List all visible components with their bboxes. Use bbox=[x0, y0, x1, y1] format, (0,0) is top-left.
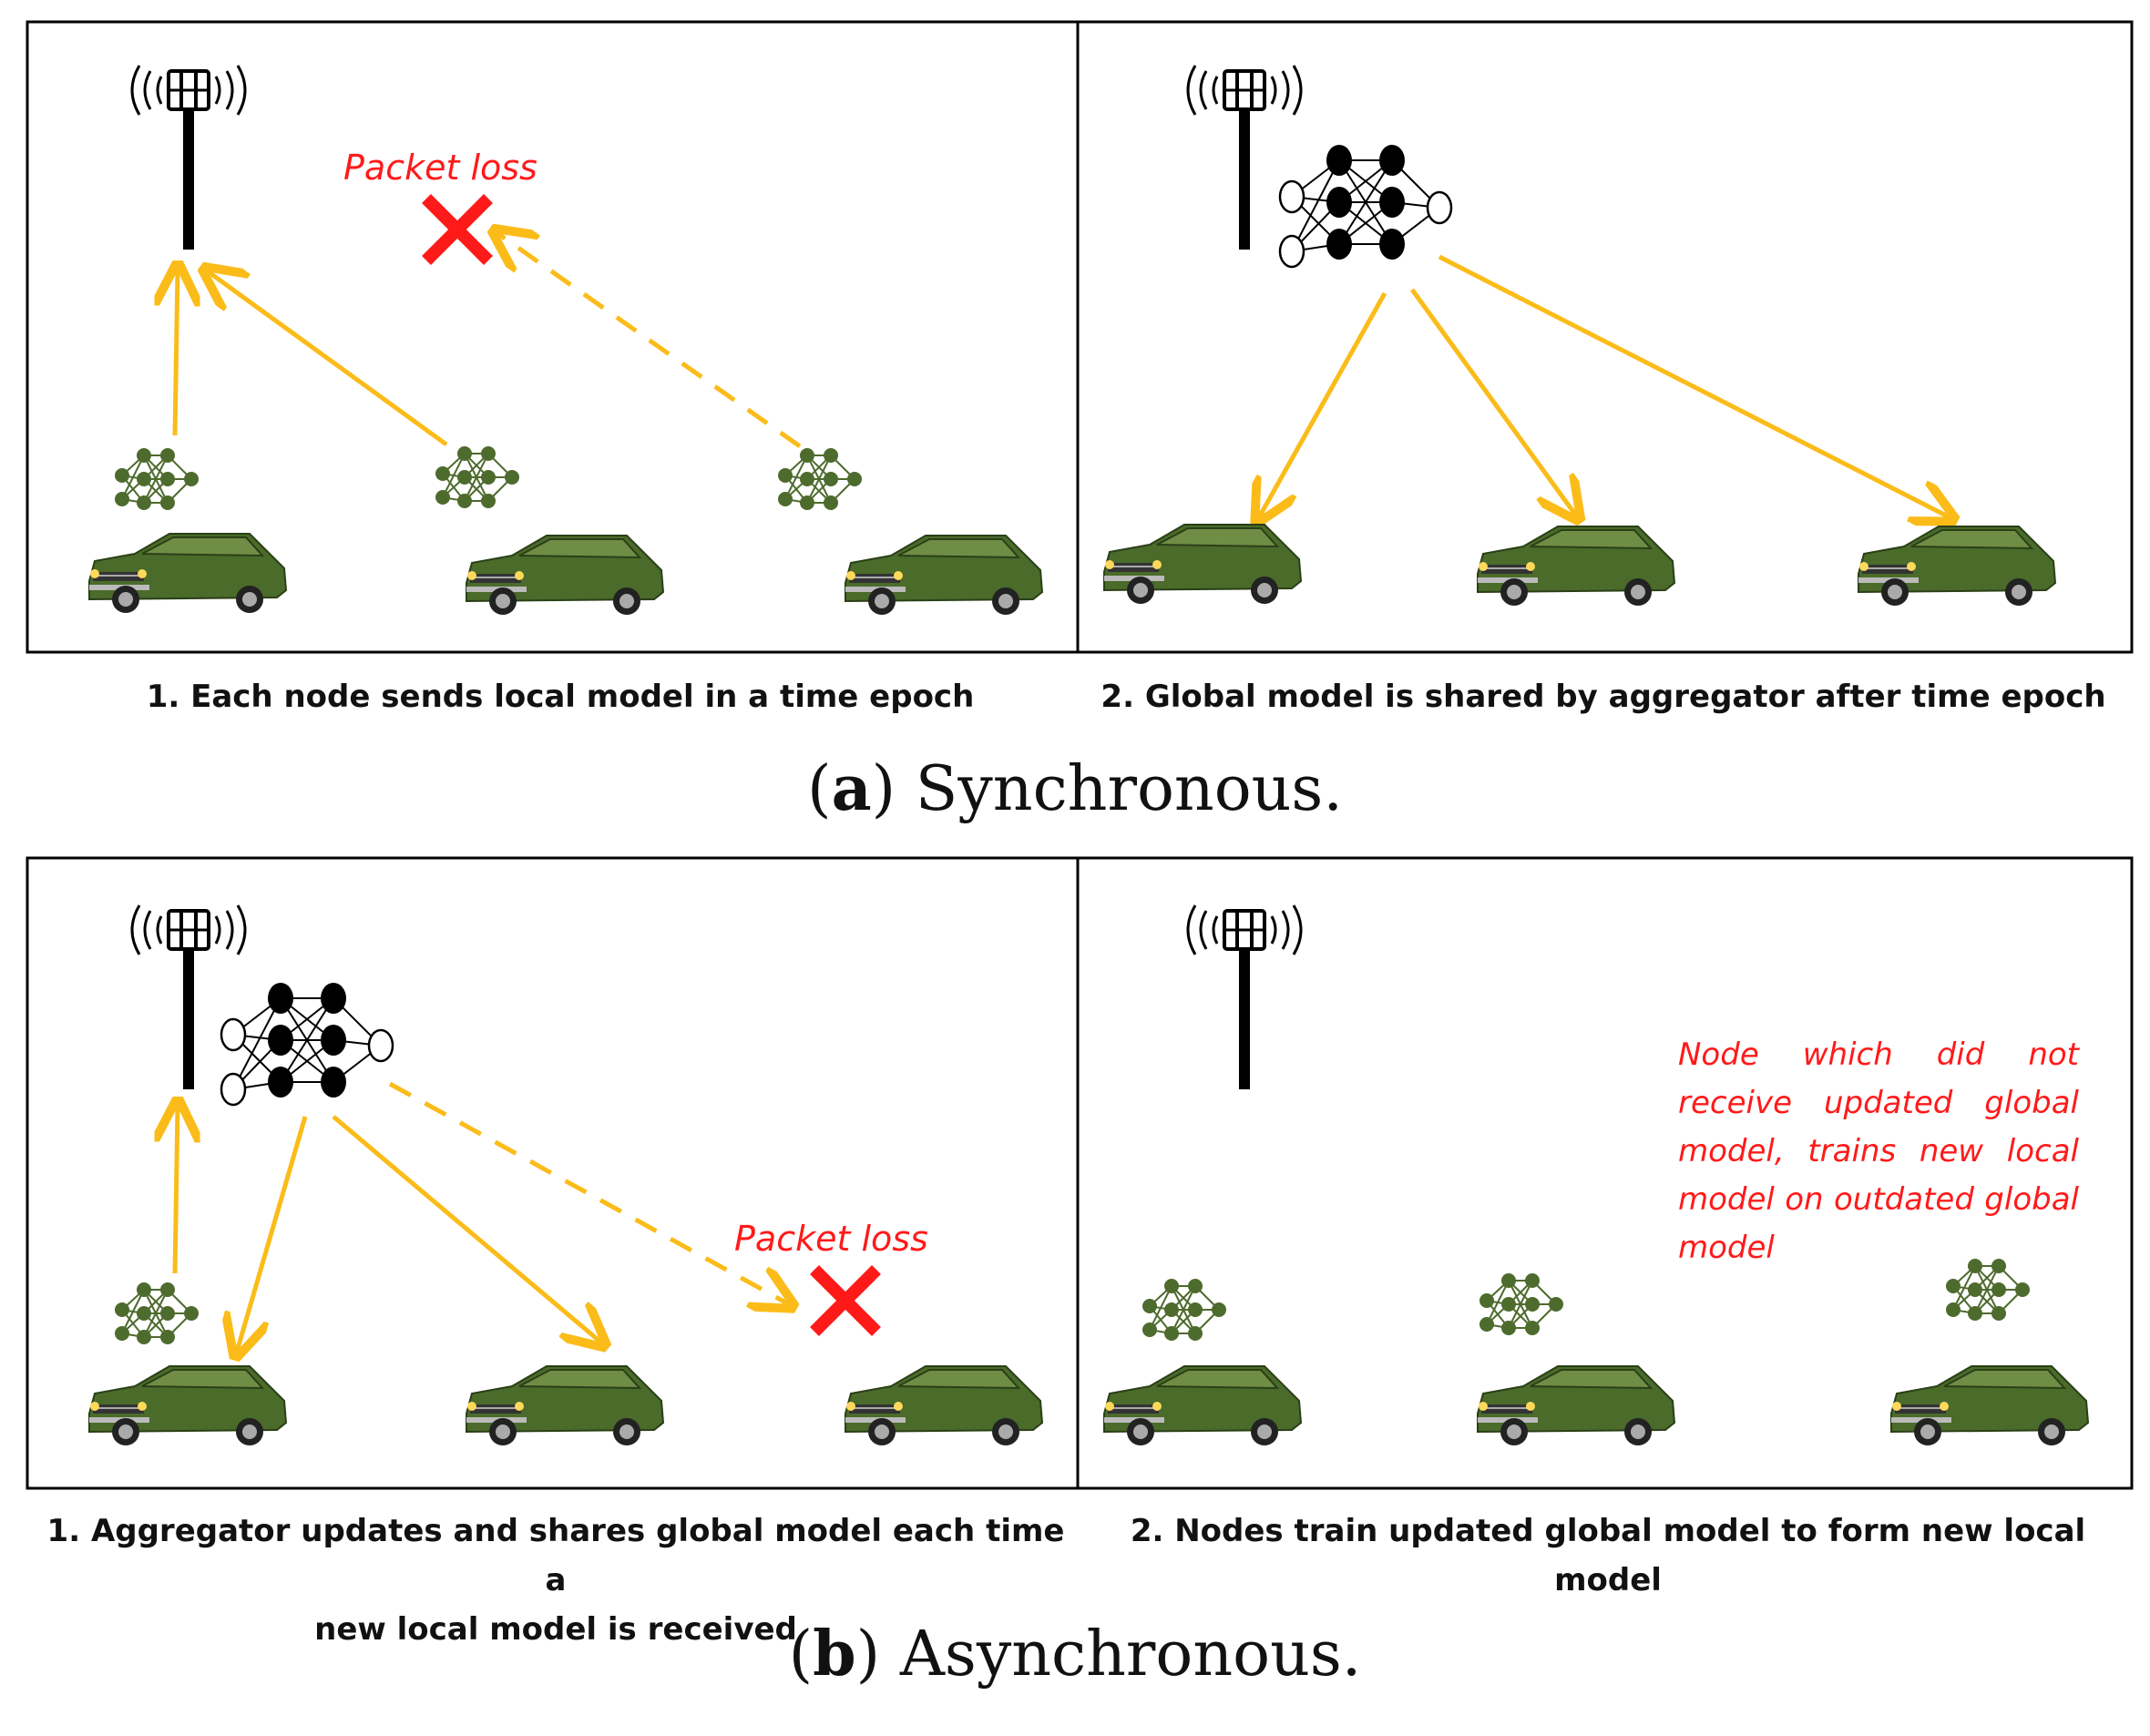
sync-subfigure-label: (a) Synchronous. bbox=[807, 752, 1343, 825]
sync-frame bbox=[26, 20, 2134, 654]
async-caption-left-line1: 1. Aggregator updates and shares global … bbox=[46, 1513, 1065, 1598]
sync-broadcast-arrows bbox=[1259, 254, 1950, 517]
sync-panel bbox=[26, 20, 2134, 654]
async-caption-right: 2. Nodes train updated global model to f… bbox=[1130, 1513, 2086, 1598]
sync-caption-right: 2. Global model is shared by aggregator … bbox=[1101, 679, 2106, 715]
async-caption-left: 1. Aggregator updates and shares global … bbox=[36, 1506, 1075, 1654]
async-packet-loss-label: Packet loss bbox=[734, 1219, 928, 1259]
async-frame bbox=[26, 856, 2134, 1490]
async-subfigure-label: (b) Asynchronous. bbox=[788, 1618, 1362, 1690]
sync-caption-left: 1. Each node sends local model in a time… bbox=[146, 679, 975, 715]
sync-upload-arrows bbox=[175, 233, 802, 449]
async-outdated-node-note: Node which did not receive updated globa… bbox=[1678, 1036, 2079, 1266]
sync-packet-loss-label: Packet loss bbox=[343, 148, 538, 188]
async-arrows bbox=[175, 1081, 789, 1352]
async-panel bbox=[26, 856, 2134, 1490]
async-caption-left-line2: new local model is received bbox=[314, 1611, 797, 1648]
